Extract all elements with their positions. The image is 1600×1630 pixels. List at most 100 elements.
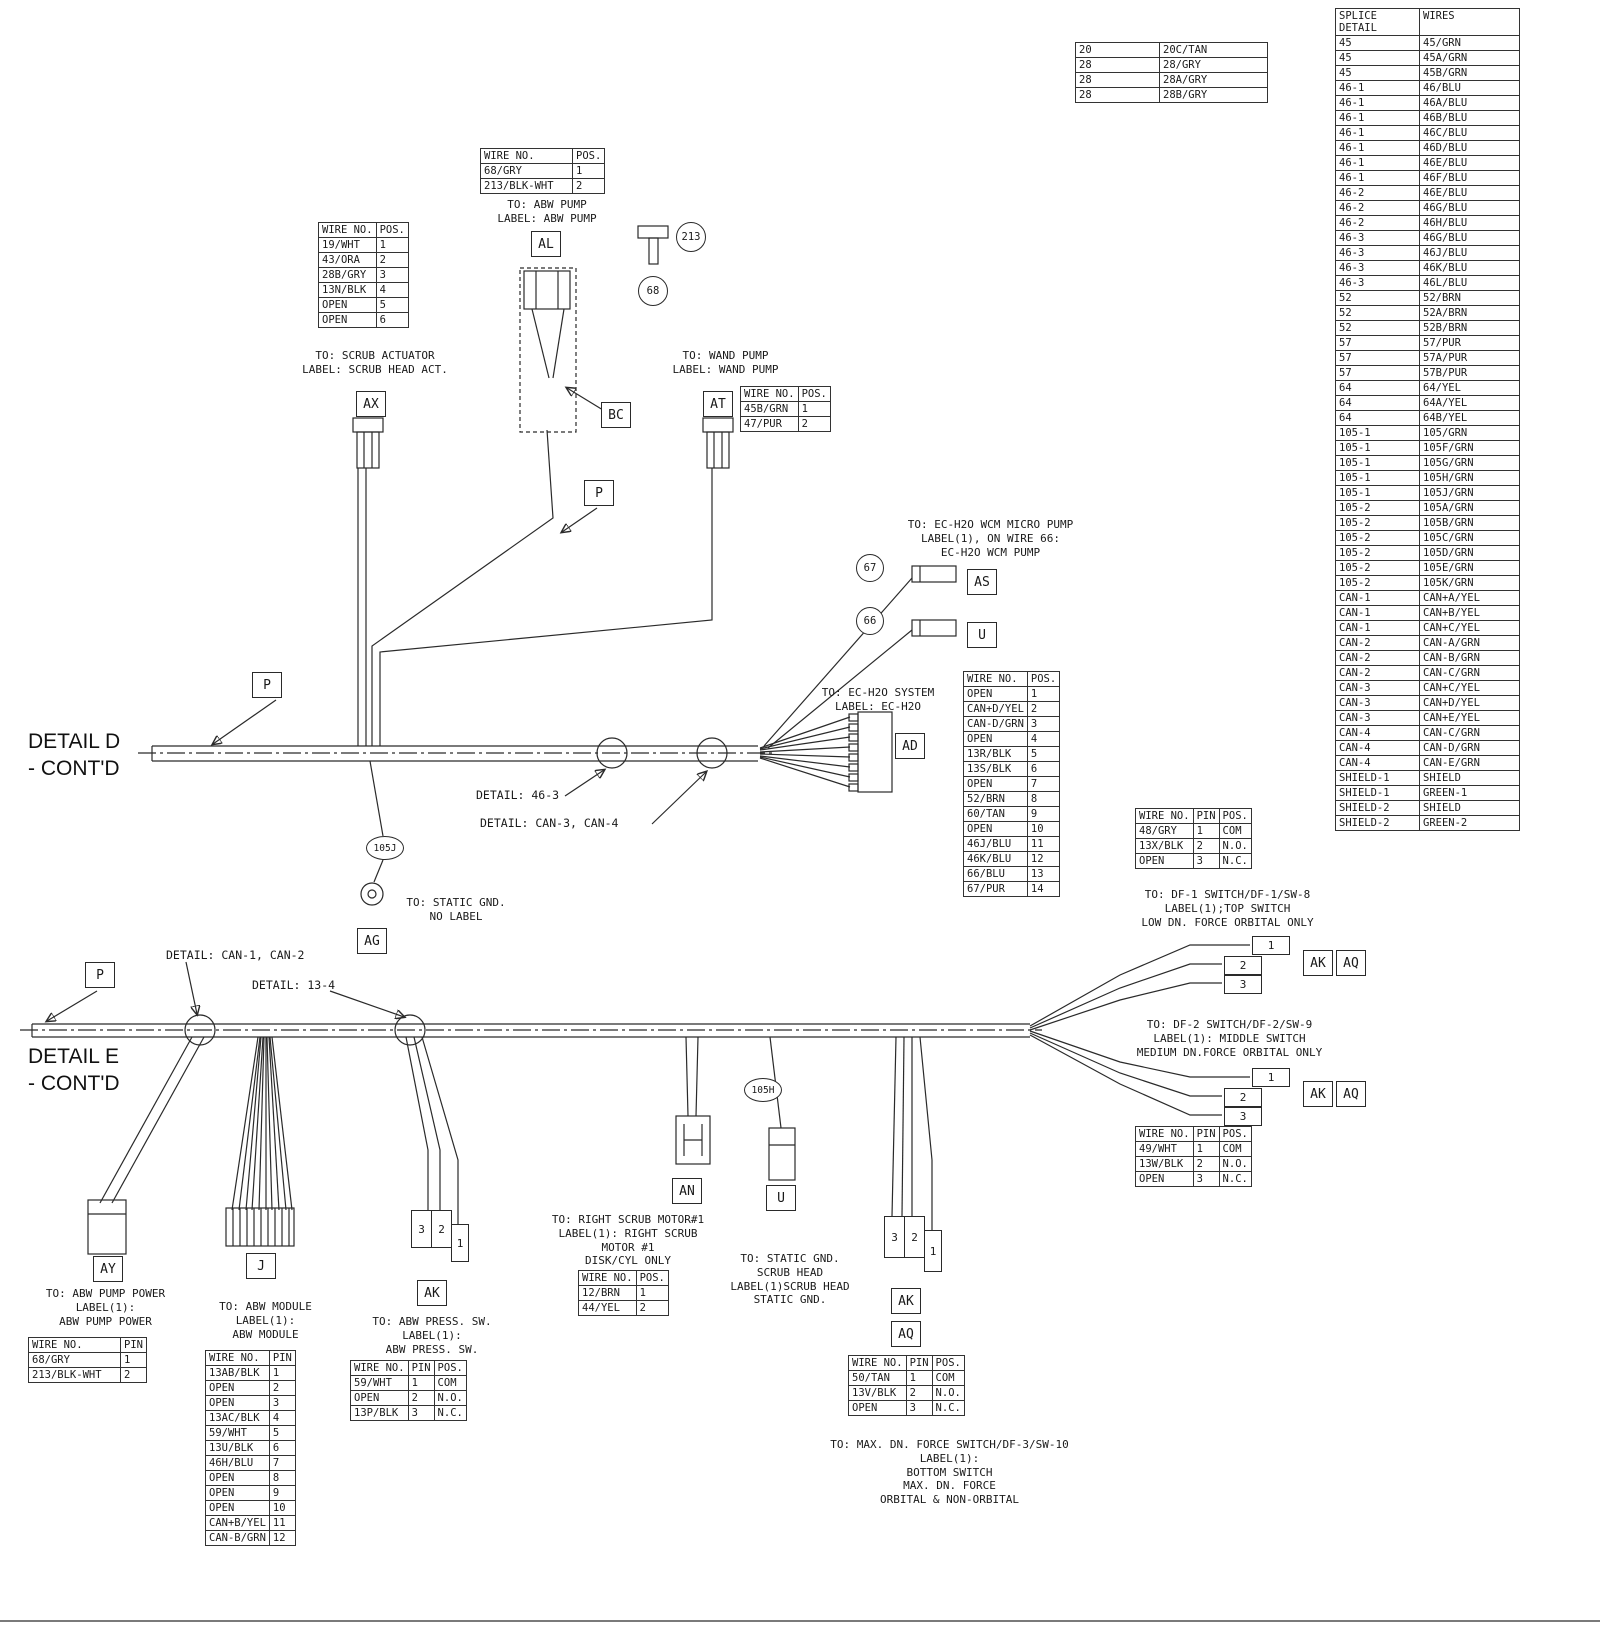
- table-cell: 213/BLK-WHT: [28, 1367, 121, 1383]
- table-cell: 44/YEL: [578, 1300, 637, 1316]
- table-cell: 28A/GRY: [1159, 72, 1268, 88]
- table-cell: 46A/BLU: [1419, 95, 1520, 111]
- table-cell: OPEN: [318, 297, 377, 313]
- splice-circle-105h: 105H: [744, 1078, 782, 1102]
- table-cell: 105K/GRN: [1419, 575, 1520, 591]
- table-cell: 47/PUR: [740, 416, 799, 432]
- table-cell: 12: [1026, 851, 1061, 867]
- connector-label-ag: AG: [357, 928, 387, 954]
- df3-pin-3: 3: [884, 1216, 905, 1258]
- table-cell: 105D/GRN: [1419, 545, 1520, 561]
- table-header-row: WIRE NO.POS.: [318, 222, 409, 238]
- connector-label-at: AT: [703, 391, 733, 417]
- table-cell: 105-2: [1335, 545, 1420, 561]
- table-cell: CAN-4: [1335, 755, 1420, 771]
- column-header: POS.: [1218, 808, 1252, 824]
- table-cell: 46/BLU: [1419, 80, 1520, 96]
- table-cell: 45A/GRN: [1419, 50, 1520, 66]
- abw-press-pin-3: 3: [411, 1210, 432, 1248]
- table-cell: CAN-B/GRN: [205, 1530, 270, 1546]
- connector-label-ak-df1: AK: [1303, 950, 1333, 976]
- table-cell: 46-3: [1335, 275, 1420, 291]
- table-cell: 64: [1335, 380, 1420, 396]
- table-cell: 1: [120, 1352, 147, 1368]
- table-cell: 105-1: [1335, 470, 1420, 486]
- table-cell: 46-3: [1335, 230, 1420, 246]
- connector-label-u-2: U: [766, 1185, 796, 1211]
- table-cell: 105C/GRN: [1419, 530, 1520, 546]
- column-header: WIRE NO.: [848, 1355, 907, 1371]
- wand-pump-note: TO: WAND PUMP LABEL: WAND PUMP: [672, 349, 779, 376]
- table-cell: 14: [1026, 881, 1061, 897]
- table-cell: 105-1: [1335, 485, 1420, 501]
- table-cell: 45: [1335, 65, 1420, 81]
- right-scrub-note: TO: RIGHT SCRUB MOTOR#1 LABEL(1): RIGHT …: [551, 1213, 705, 1268]
- table-cell: SHIELD-1: [1335, 770, 1420, 786]
- table-cell: 46-1: [1335, 80, 1420, 96]
- table-cell: COM: [1218, 1141, 1252, 1157]
- table-cell: 46-1: [1335, 155, 1420, 171]
- table-cell: SHIELD-2: [1335, 800, 1420, 816]
- df3-pin-1: 1: [924, 1230, 942, 1272]
- table-cell: GREEN-1: [1419, 785, 1520, 801]
- table-cell: 6: [1026, 761, 1061, 777]
- table-cell: 57: [1335, 335, 1420, 351]
- table-cell: 2: [635, 1300, 669, 1316]
- table-cell: CAN+C/YEL: [1419, 620, 1520, 636]
- table-cell: 46B/BLU: [1419, 110, 1520, 126]
- table-cell: CAN-B/GRN: [1419, 650, 1520, 666]
- table-cell: 2: [407, 1390, 435, 1406]
- table-cell: CAN-2: [1335, 650, 1420, 666]
- table-cell: 28/GRY: [1159, 57, 1268, 73]
- table-cell: 52: [1335, 290, 1420, 306]
- table-cell: CAN-3: [1335, 695, 1420, 711]
- connector-label-as: AS: [967, 569, 997, 595]
- df1-pin-3: 3: [1224, 975, 1262, 994]
- abw-press-pin-2: 2: [431, 1210, 452, 1248]
- table-cell: 105-1: [1335, 440, 1420, 456]
- table-cell: 46J/BLU: [963, 836, 1028, 852]
- table-cell: 68/GRY: [28, 1352, 121, 1368]
- table-cell: CAN-1: [1335, 590, 1420, 606]
- table-cell: CAN+C/YEL: [1419, 680, 1520, 696]
- connector-label-ak-2: AK: [891, 1288, 921, 1314]
- table-cell: 28B/GRY: [318, 267, 377, 283]
- column-header: POS.: [797, 386, 831, 402]
- column-header: WIRE NO.: [28, 1337, 121, 1353]
- table-cell: 4: [1026, 731, 1061, 747]
- column-header: WIRE NO.: [480, 148, 573, 164]
